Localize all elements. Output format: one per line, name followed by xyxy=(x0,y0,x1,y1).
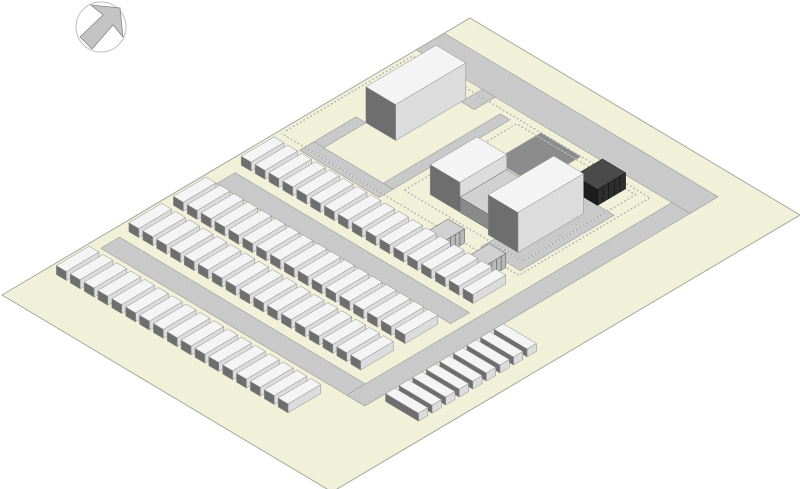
container-col2-top xyxy=(253,277,297,304)
container-col4 xyxy=(462,268,507,304)
container-col2-top xyxy=(142,211,186,238)
container-col3-top xyxy=(200,193,245,220)
container-col1-top xyxy=(236,353,280,380)
container-col4-top xyxy=(420,244,465,270)
container-col3-top xyxy=(339,275,383,302)
container-col4-top xyxy=(254,144,299,171)
main-building xyxy=(365,44,467,141)
container-col2-top xyxy=(294,302,339,329)
container-col4-top xyxy=(240,136,285,163)
container-col3-top xyxy=(311,259,356,286)
container-col2-top xyxy=(322,318,367,345)
container-col4-top xyxy=(448,260,493,287)
container-col2-top xyxy=(225,260,270,287)
container-col3-top xyxy=(256,226,300,253)
container-col4-top xyxy=(268,153,313,179)
container-col3-top xyxy=(228,209,272,236)
container-col3-top xyxy=(242,218,286,244)
container-col2-top xyxy=(170,227,214,254)
container-col4-top xyxy=(434,252,479,279)
container-col1-top xyxy=(263,370,308,396)
container-col2-top xyxy=(308,310,353,337)
container-col1-top xyxy=(125,287,169,314)
container-col3-top xyxy=(394,309,439,335)
container-col4-top xyxy=(310,177,354,204)
container-col2-top xyxy=(267,285,311,312)
container-col1 xyxy=(277,378,322,414)
container-col4-top xyxy=(337,194,382,221)
road-east xyxy=(415,32,719,214)
container-col3-top xyxy=(214,201,259,228)
container-col2-top xyxy=(280,294,325,320)
container-south-row-top xyxy=(385,387,429,414)
compass-arrow xyxy=(79,4,124,50)
container-col1-top xyxy=(208,336,252,363)
dark-equipment-top xyxy=(573,158,627,190)
container-south-row-top xyxy=(452,347,497,374)
container-col3-top xyxy=(172,176,217,203)
container-col1-top xyxy=(277,378,322,405)
road-inner-cross xyxy=(382,113,511,190)
building-east-a-top xyxy=(429,136,508,183)
container-col3-top xyxy=(380,300,425,327)
container-col4-top xyxy=(379,219,423,246)
container-col2-top xyxy=(183,236,228,262)
container-col2-top xyxy=(336,327,380,353)
container-col2-top xyxy=(211,252,256,279)
container-col1-top xyxy=(166,312,211,338)
container-col4-top xyxy=(407,235,451,262)
container-col1-top xyxy=(194,328,239,355)
container-col2-top xyxy=(350,335,394,362)
container-south-row-top xyxy=(398,379,442,406)
container-col1-top xyxy=(152,303,197,330)
container-col3-top xyxy=(283,242,328,269)
container-south-row-top xyxy=(493,323,537,350)
container-col2 xyxy=(350,335,394,371)
container-col2-top xyxy=(156,219,200,246)
container-col3 xyxy=(394,309,439,345)
container-south-row xyxy=(385,387,429,422)
container-south-row-top xyxy=(412,371,456,398)
container-col3-top xyxy=(325,267,369,294)
container-col3-top xyxy=(186,184,231,211)
container-col4-top xyxy=(351,202,396,229)
container-col4-top xyxy=(393,227,437,254)
container-col3-top xyxy=(353,284,397,311)
container-col2-top xyxy=(239,269,283,296)
container-south-row-top xyxy=(439,355,483,382)
container-south-row-top xyxy=(425,363,469,390)
container-col4-top xyxy=(296,169,340,196)
building-east-b xyxy=(487,155,584,253)
container-south-row-top xyxy=(480,331,524,358)
container-col1-top xyxy=(111,279,155,305)
container-col1-top xyxy=(139,295,183,322)
container-col2-top xyxy=(128,203,173,229)
container-col1-top xyxy=(180,320,225,347)
container-col1-top xyxy=(55,245,100,272)
container-col2-top xyxy=(197,244,242,271)
main-building-top xyxy=(365,44,467,105)
container-col1-top xyxy=(83,262,128,289)
building-east-b-top xyxy=(487,155,584,213)
container-col4-top xyxy=(323,186,368,212)
container-col4-top xyxy=(282,161,326,188)
container-col1-top xyxy=(69,254,114,281)
structures-layer xyxy=(55,44,627,422)
north-arrow-icon xyxy=(75,1,127,53)
container-south-row-top xyxy=(466,339,510,366)
road-layer xyxy=(100,32,719,407)
container-col4-top xyxy=(462,268,507,295)
container-col1-top xyxy=(222,345,266,372)
container-col1-top xyxy=(97,270,142,297)
container-col4-top xyxy=(365,211,410,237)
container-col3-top xyxy=(366,292,411,319)
container-col3-top xyxy=(269,234,314,261)
container-col1-top xyxy=(249,361,294,388)
container-col3-top xyxy=(297,251,342,277)
